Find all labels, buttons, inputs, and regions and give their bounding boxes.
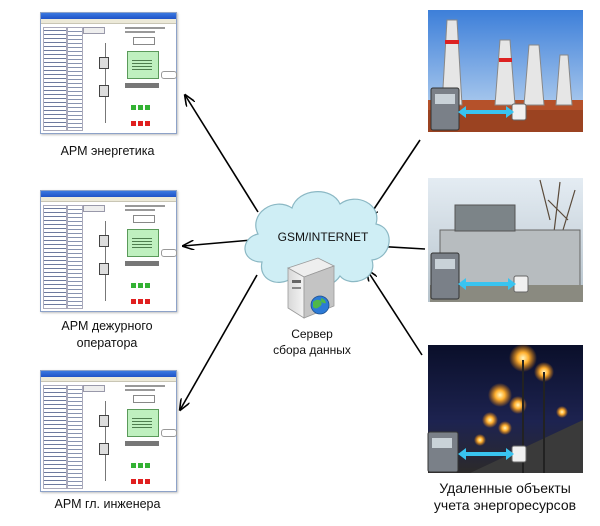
server-label: Сервер сбора данных [262, 326, 362, 358]
readings-panel [127, 229, 159, 257]
object-list [67, 385, 83, 489]
photo-power-plant [428, 10, 583, 132]
status-indicators-red [131, 113, 155, 126]
arm-energetic-label: АРМ энергетика [60, 144, 155, 158]
arrow-from-plant [368, 139, 421, 218]
object-list [67, 205, 83, 309]
window-menubar [41, 19, 176, 24]
panel-header [83, 385, 105, 392]
meter-icon [99, 57, 109, 69]
server-label-line1: Сервер [291, 327, 333, 341]
arrow-to-arm-engineer [180, 274, 258, 410]
window-titlebar [41, 13, 176, 19]
photo-substation [428, 178, 583, 302]
object-list [67, 27, 83, 131]
panel-header [83, 205, 105, 212]
status-indicators-green [131, 455, 155, 468]
window-titlebar [41, 371, 176, 377]
remote-objects-label-line2: учета энергоресурсов [433, 497, 577, 513]
network-label: GSM/INTERNET [277, 230, 369, 244]
meter-icon [99, 415, 109, 427]
arrow-to-arm-operator [183, 239, 253, 246]
arm-operator-screenshot [40, 190, 177, 312]
meter-icon [99, 85, 109, 97]
readings-panel [127, 409, 159, 437]
panel-header [83, 27, 105, 34]
window-menubar [41, 377, 176, 382]
remote-objects-label: Удаленные объекты учета энергоресурсов [415, 480, 595, 514]
remote-objects-label-line1: Удаленные объекты [439, 480, 571, 496]
arrow-from-lighting [367, 270, 423, 356]
meter-icon [99, 443, 109, 455]
server-label-line2: сбора данных [273, 343, 351, 357]
window-menubar [41, 197, 176, 202]
status-indicators-red [131, 291, 155, 304]
readings-panel [127, 51, 159, 79]
photo-street-lighting [427, 344, 583, 473]
meter-icon [99, 263, 109, 275]
meter-icon [99, 235, 109, 247]
arm-energetic-screenshot [40, 12, 177, 134]
object-tree [43, 27, 67, 131]
server-icon [287, 257, 336, 319]
arrows-to-workstations [180, 95, 259, 410]
status-indicators-green [131, 97, 155, 110]
arm-operator-label: АРМ дежурного оператора [61, 319, 153, 350]
status-indicators-red [131, 471, 155, 484]
window-titlebar [41, 191, 176, 197]
status-indicators-green [131, 275, 155, 288]
arrow-to-arm-energetic [185, 95, 259, 213]
arm-engineer-screenshot [40, 370, 177, 492]
object-tree [43, 205, 67, 309]
arm-engineer-label: АРМ гл. инженера [54, 497, 161, 511]
object-tree [43, 385, 67, 489]
